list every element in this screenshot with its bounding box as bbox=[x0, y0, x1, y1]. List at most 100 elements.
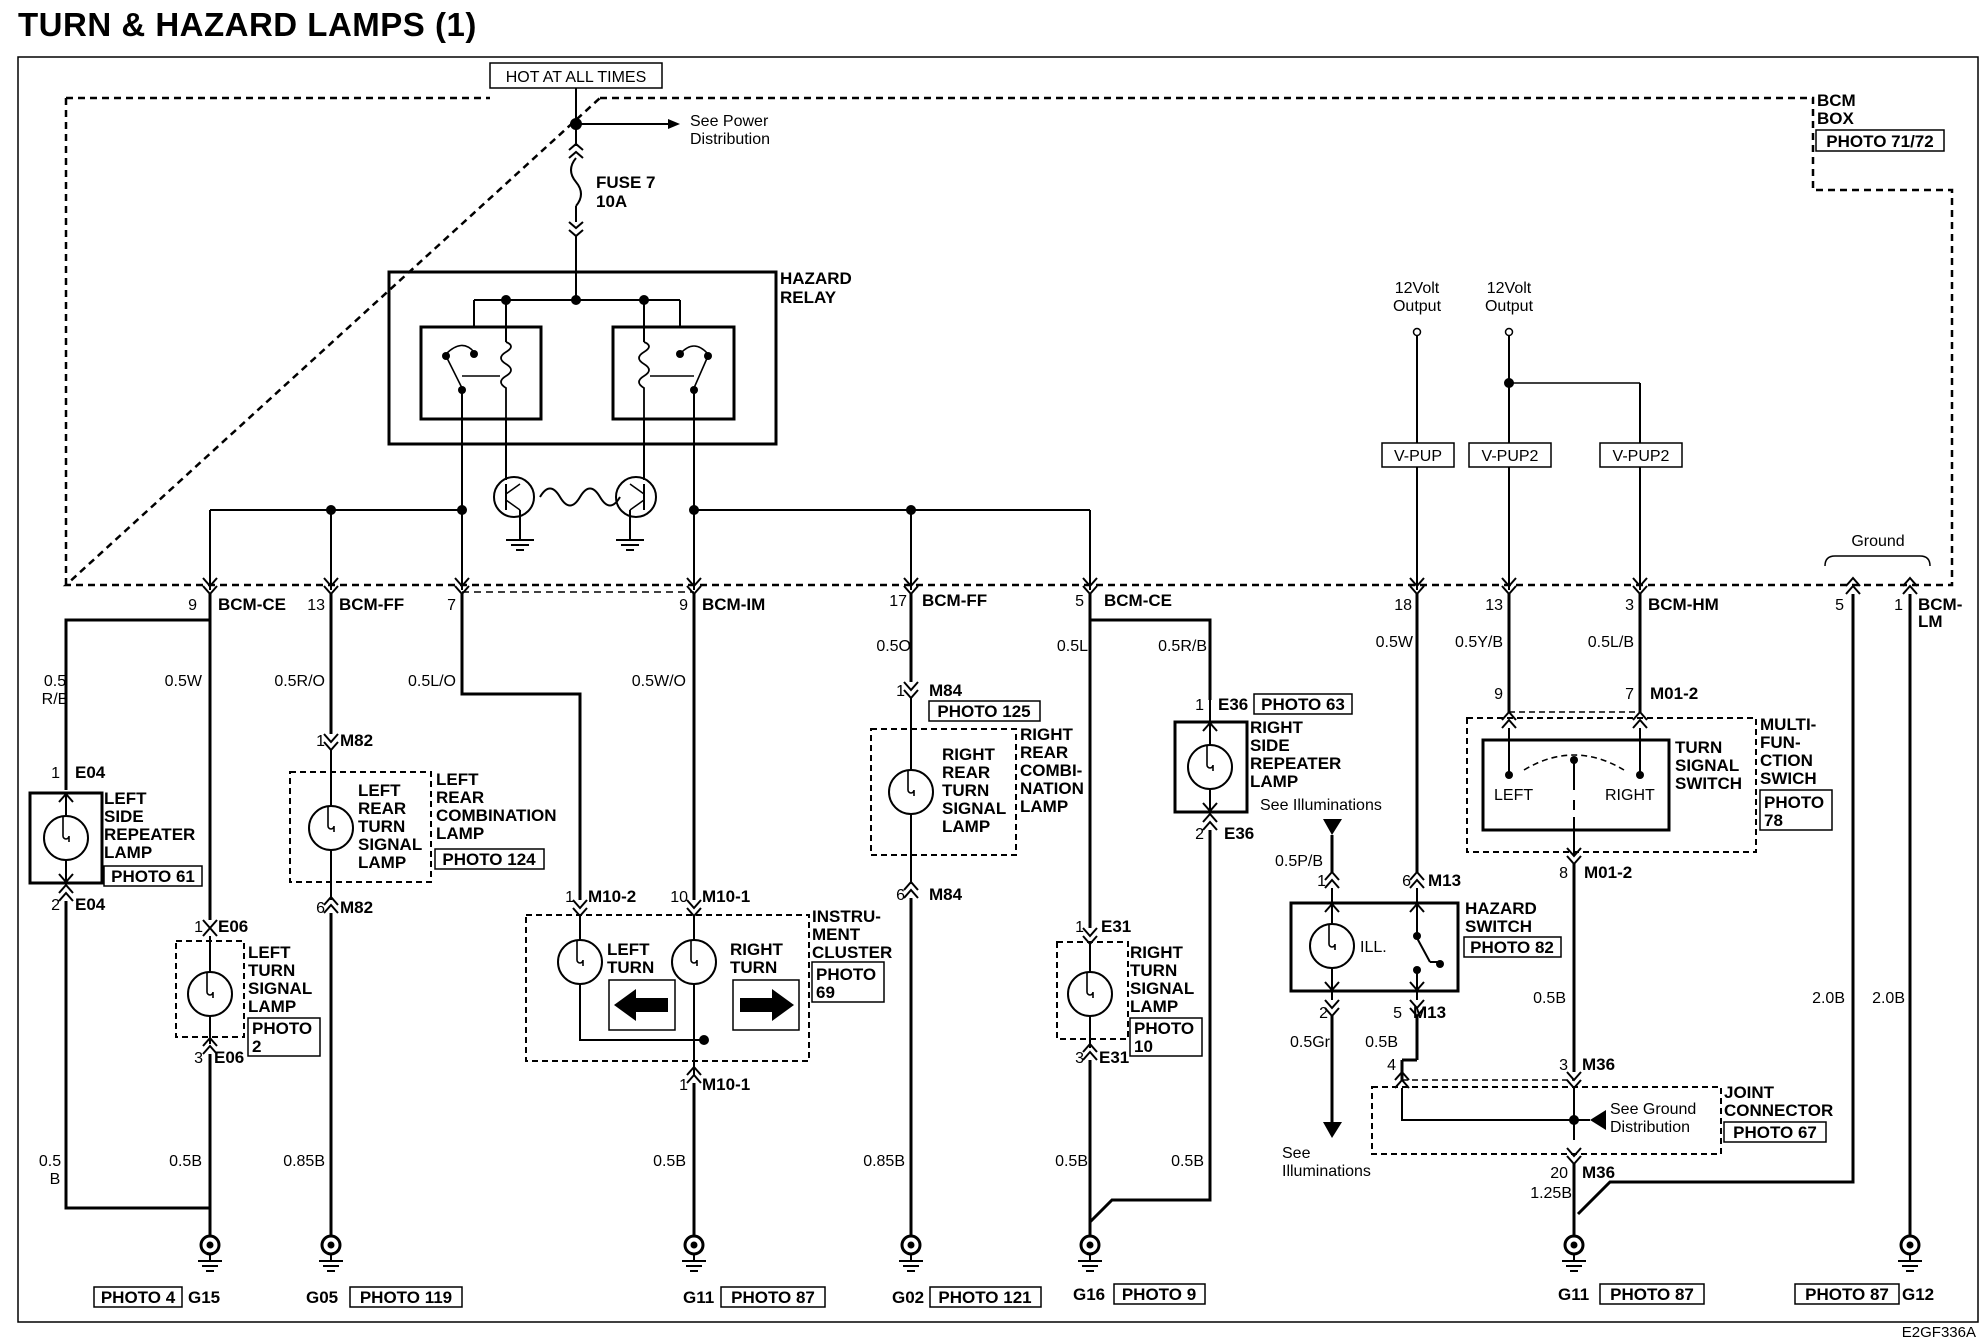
m13-pin-5: 5 bbox=[1393, 1005, 1402, 1022]
bcm-im: BCM-IM bbox=[702, 595, 765, 614]
g02-photo: PHOTO 121 bbox=[938, 1288, 1031, 1307]
rsr-2: SIDE bbox=[1250, 736, 1290, 755]
wire-085b-b: 0.85B bbox=[863, 1153, 905, 1170]
e04-bot: E04 bbox=[75, 895, 106, 914]
see-illum-b-2: Illuminations bbox=[1282, 1163, 1371, 1180]
see-ground-1: See Ground bbox=[1610, 1101, 1696, 1118]
g12-label: G12 bbox=[1902, 1285, 1934, 1304]
hazard-relay-box bbox=[387, 270, 778, 446]
e36-photo: PHOTO 63 bbox=[1261, 695, 1345, 714]
m10-2: M10-2 bbox=[588, 887, 636, 906]
wire-05b-e: 0.5B bbox=[1171, 1153, 1204, 1170]
hazard-switch-1: HAZARD bbox=[1465, 899, 1537, 918]
wire-05l: 0.5L bbox=[1057, 638, 1088, 655]
rti-1: RIGHT bbox=[730, 940, 784, 959]
bcm-pin-7: 7 bbox=[447, 597, 456, 614]
g11a-label: G11 bbox=[683, 1288, 714, 1307]
vpup2-label-a: V-PUP2 bbox=[1482, 448, 1539, 465]
e36-photo-box bbox=[1253, 693, 1353, 715]
lsr-2: SIDE bbox=[104, 807, 144, 826]
left-rear-turn-bulb-icon bbox=[308, 805, 354, 851]
m10-1: M10-1 bbox=[702, 887, 750, 906]
wire-05b-d: 0.5B bbox=[1055, 1153, 1088, 1170]
right-turn-signal-box bbox=[1056, 941, 1129, 1040]
wire-05wo: 0.5W/O bbox=[632, 673, 686, 690]
lrc-photo: PHOTO 124 bbox=[442, 850, 536, 869]
coupling-coil-icon bbox=[539, 487, 621, 507]
hazard-switch-contact-icon bbox=[1416, 888, 1442, 1000]
m82-top-pin: 1 bbox=[316, 733, 325, 750]
g15-label: G15 bbox=[188, 1288, 220, 1307]
rrc-4: NATION bbox=[1020, 779, 1084, 798]
lsr-photo: PHOTO 61 bbox=[111, 867, 195, 886]
lti-1: LEFT bbox=[607, 940, 650, 959]
m36-bot: M36 bbox=[1582, 1163, 1615, 1182]
wire-05b-c: 0.5B bbox=[653, 1153, 686, 1170]
ill-label: ILL. bbox=[1360, 939, 1387, 956]
hazard-relay-label-2: RELAY bbox=[780, 288, 837, 307]
transistor-left-icon bbox=[493, 476, 535, 551]
left-arrow-icon bbox=[614, 989, 668, 1021]
arrow-right-icon bbox=[668, 119, 680, 129]
bcm-lm-1: BCM- bbox=[1918, 595, 1962, 614]
volt-output-2b: Output bbox=[1485, 298, 1534, 315]
e06-bot: E06 bbox=[214, 1048, 244, 1067]
wire-20b-a: 2.0B bbox=[1812, 990, 1845, 1007]
wire-20b-b: 2.0B bbox=[1872, 990, 1905, 1007]
rrt-1: RIGHT bbox=[942, 745, 996, 764]
rrc-5: LAMP bbox=[1020, 797, 1068, 816]
bcm-pin-5b: 5 bbox=[1835, 597, 1844, 614]
m36-pin-20: 20 bbox=[1550, 1165, 1568, 1182]
e31-bot: E31 bbox=[1099, 1048, 1129, 1067]
bcm-box-label-1: BCM bbox=[1817, 91, 1856, 110]
wire-05b-a1: 0.5 bbox=[39, 1153, 61, 1170]
lrt-1: LEFT bbox=[358, 781, 401, 800]
vpup2-label-b: V-PUP2 bbox=[1613, 448, 1670, 465]
g15-photo-box bbox=[93, 1286, 183, 1308]
rrc-1: RIGHT bbox=[1020, 725, 1074, 744]
left-turn-signal-bulb-icon bbox=[187, 971, 233, 1017]
m82-top: M82 bbox=[340, 731, 373, 750]
bcm-pin-13b: 13 bbox=[1485, 597, 1503, 614]
lsr-1: LEFT bbox=[104, 789, 147, 808]
vpup2-box-b bbox=[1599, 442, 1683, 468]
m10-2-pin: 1 bbox=[565, 889, 574, 906]
right-arrow-icon bbox=[740, 989, 794, 1021]
wire-05b-a2: B bbox=[50, 1171, 61, 1188]
relay-left-coil bbox=[500, 341, 512, 419]
rrt-3: TURN bbox=[942, 781, 989, 800]
ic-2: MENT bbox=[812, 925, 861, 944]
rts-photo-2: 10 bbox=[1134, 1037, 1153, 1056]
g02-label: G02 bbox=[892, 1288, 924, 1307]
bcm-ff-a: BCM-FF bbox=[339, 595, 404, 614]
bcm-pin-3: 3 bbox=[1625, 597, 1634, 614]
ic-3: CLUSTER bbox=[812, 943, 892, 962]
mf-photo-1: PHOTO bbox=[1764, 793, 1824, 812]
m13-pin-2: 2 bbox=[1319, 1005, 1328, 1022]
lrt-4: SIGNAL bbox=[358, 835, 422, 854]
lrt-2: REAR bbox=[358, 799, 406, 818]
see-ground-2: Distribution bbox=[1610, 1119, 1690, 1136]
bcm-hm: BCM-HM bbox=[1648, 595, 1719, 614]
rsr-4: LAMP bbox=[1250, 772, 1298, 791]
g02-photo-box bbox=[929, 1286, 1042, 1308]
wire-05gr: 0.5Gr bbox=[1290, 1034, 1331, 1051]
e36-top: E36 bbox=[1218, 695, 1248, 714]
g11a-photo-box bbox=[720, 1286, 826, 1308]
illum-arrow-down-icon-2 bbox=[1323, 1122, 1342, 1138]
g11a-photo: PHOTO 87 bbox=[731, 1288, 815, 1307]
wire-05rb2: 0.5R/B bbox=[1158, 638, 1207, 655]
see-power-1: See Power bbox=[690, 113, 769, 130]
g11b-photo-box bbox=[1599, 1283, 1705, 1305]
ic-photo-1: PHOTO bbox=[816, 965, 876, 984]
jc-photo: PHOTO 67 bbox=[1733, 1123, 1817, 1142]
lts-2: TURN bbox=[248, 961, 295, 980]
lts-3: SIGNAL bbox=[248, 979, 312, 998]
bcm-ff-b: BCM-FF bbox=[922, 591, 987, 610]
rts-photo-1: PHOTO bbox=[1134, 1019, 1194, 1038]
bcm-box-outline bbox=[62, 96, 1954, 587]
e06-top-pin: 1 bbox=[194, 919, 203, 936]
vpup-box bbox=[1381, 442, 1455, 468]
wire-05rb-a: 0.5 bbox=[44, 673, 66, 690]
switch-right: RIGHT bbox=[1605, 787, 1655, 804]
